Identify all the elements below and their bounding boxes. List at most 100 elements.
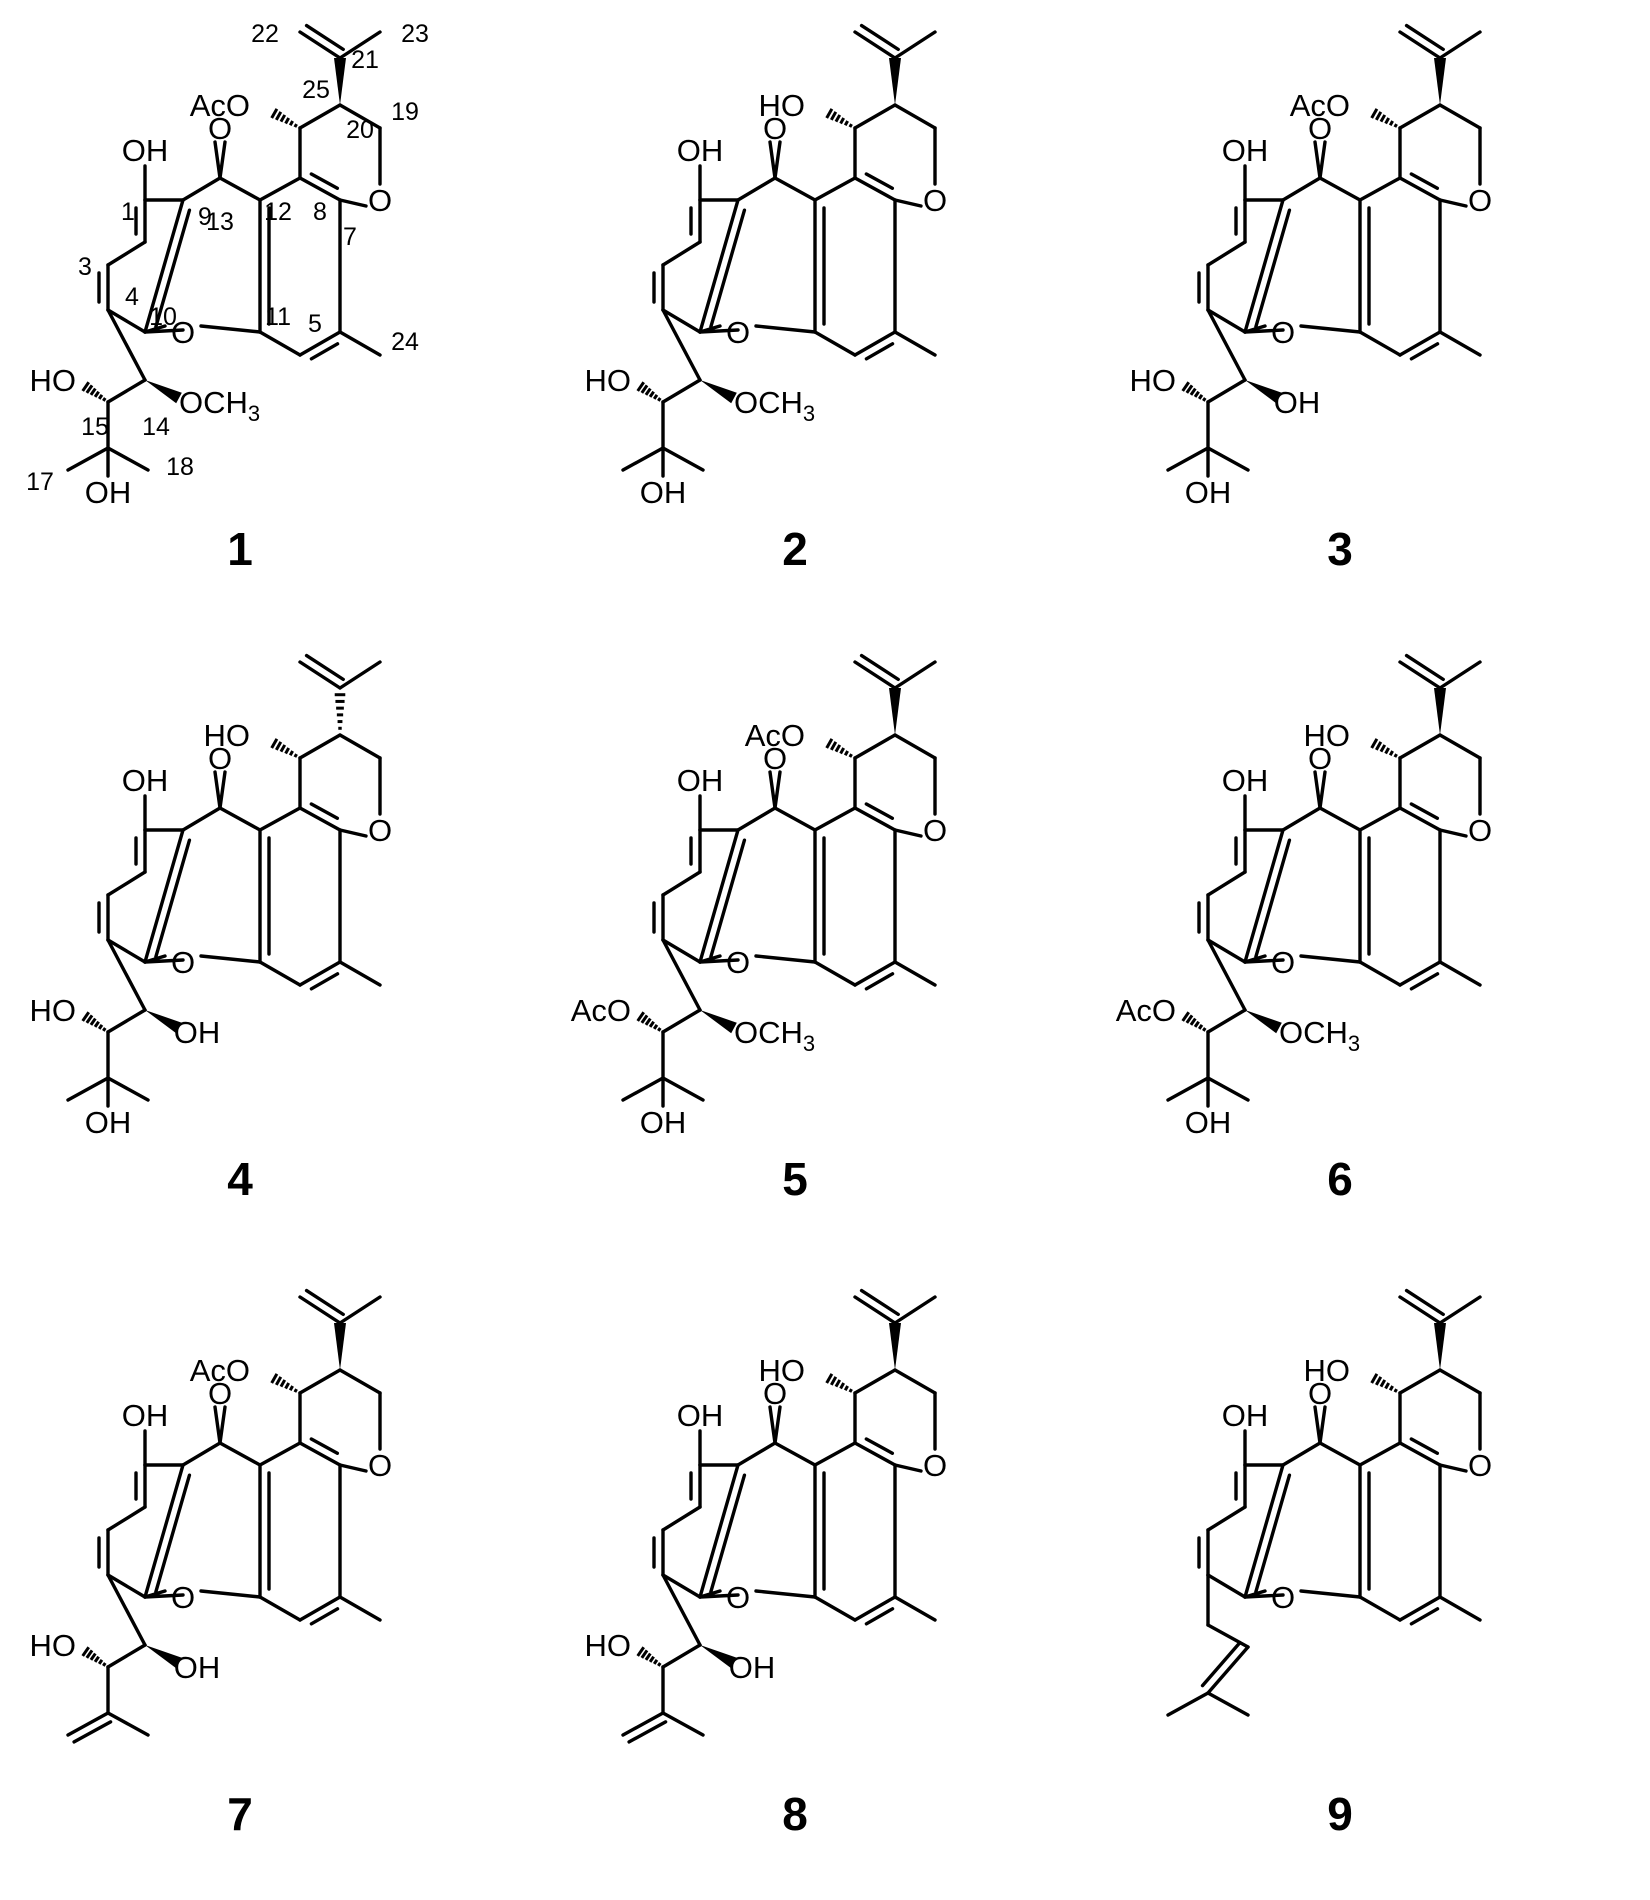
- bond: [1206, 1691, 1250, 1717]
- hash-stroke: [830, 1376, 838, 1386]
- bond: [1398, 176, 1442, 202]
- hash-stroke: [93, 1655, 100, 1663]
- hash-stroke: [1379, 744, 1387, 753]
- bond: [106, 1643, 147, 1669]
- bond: [1358, 960, 1402, 987]
- acetoxy-label: AcO: [745, 718, 805, 753]
- bond: [1438, 1295, 1482, 1325]
- hash-stroke: [830, 111, 838, 121]
- hash-stroke: [843, 750, 849, 756]
- hydroxyl-label: OH: [1274, 385, 1321, 420]
- bond: [1299, 324, 1362, 334]
- bond: [298, 960, 342, 987]
- atom-number: 10: [149, 303, 177, 331]
- bond: [1358, 806, 1402, 832]
- bond: [893, 660, 937, 690]
- hashed-bond: [1181, 381, 1207, 402]
- bond: [218, 176, 262, 202]
- hash-stroke: [1384, 1382, 1390, 1390]
- bond: [66, 1076, 110, 1102]
- bond: [1243, 198, 1285, 334]
- bond: [1243, 324, 1267, 334]
- compound-number: 7: [227, 1788, 253, 1840]
- bond: [661, 870, 702, 897]
- bond: [754, 324, 817, 334]
- hash-stroke: [1370, 738, 1379, 749]
- bond: [199, 954, 262, 964]
- bond: [106, 1711, 150, 1737]
- bond: [1299, 954, 1362, 964]
- bond: [773, 140, 782, 180]
- atom-number: 1: [121, 198, 135, 226]
- bond: [309, 1607, 340, 1626]
- bond: [338, 198, 368, 208]
- bond: [1409, 1607, 1440, 1626]
- hash-stroke: [288, 120, 294, 126]
- bond: [106, 1076, 150, 1102]
- hash-stroke: [657, 1662, 662, 1667]
- ring-oxygen-label: O: [171, 945, 195, 980]
- bond: [106, 446, 150, 472]
- bond: [218, 806, 262, 832]
- hydroxyl-label: HO: [759, 88, 806, 123]
- bond: [709, 1473, 747, 1594]
- bond: [661, 1573, 702, 1599]
- bond: [106, 938, 147, 964]
- bond: [218, 770, 227, 810]
- bond: [298, 176, 342, 202]
- carbonyl-oxygen-label: O: [208, 1376, 232, 1411]
- bond: [773, 176, 817, 202]
- hash-stroke: [848, 123, 853, 128]
- bond: [143, 954, 167, 964]
- hash-stroke: [848, 753, 853, 758]
- hash-stroke: [293, 1388, 298, 1393]
- bond: [1358, 176, 1402, 202]
- hash-stroke: [640, 1014, 649, 1024]
- bond: [298, 733, 342, 760]
- hydroxyl-label: OH: [1222, 763, 1269, 798]
- hash-stroke: [843, 120, 849, 126]
- bond: [258, 960, 302, 987]
- bond: [813, 330, 857, 357]
- bond: [621, 1076, 665, 1102]
- atom-number: 23: [401, 20, 429, 48]
- bond: [1404, 653, 1445, 682]
- ring-oxygen-label: O: [368, 1448, 392, 1483]
- hash-stroke: [640, 384, 649, 394]
- compound-number: 9: [1327, 1788, 1353, 1840]
- hydroxyl-label: HO: [30, 1628, 77, 1663]
- ring-oxygen-label: O: [923, 1448, 947, 1483]
- hydroxyl-label: HO: [204, 718, 251, 753]
- bond: [66, 1711, 110, 1737]
- atom-number: 5: [308, 310, 322, 338]
- hash-stroke: [1388, 120, 1394, 126]
- bond: [813, 176, 857, 202]
- bond: [309, 342, 340, 361]
- atom-number: 22: [251, 20, 279, 48]
- ring-oxygen-label: O: [1271, 315, 1295, 350]
- bond: [1243, 954, 1267, 964]
- bond: [298, 1368, 342, 1395]
- bond: [893, 960, 937, 987]
- bond: [1438, 960, 1482, 987]
- acetoxy-label: AcO: [1290, 88, 1350, 123]
- hydroxyl-label: HO: [585, 1628, 632, 1663]
- hash-stroke: [93, 390, 100, 398]
- bond: [309, 802, 340, 820]
- bond: [1409, 802, 1440, 820]
- hash-stroke: [648, 1655, 655, 1663]
- bond: [218, 1441, 262, 1467]
- bond: [1438, 198, 1468, 208]
- hash-stroke: [97, 1659, 104, 1665]
- atom-number: 3: [78, 253, 92, 281]
- bond: [853, 960, 897, 987]
- hash-stroke: [279, 1379, 287, 1388]
- bond: [66, 446, 110, 472]
- bond: [1398, 330, 1442, 357]
- bond: [1358, 330, 1402, 357]
- bond: [1318, 1405, 1327, 1445]
- bond: [661, 240, 702, 267]
- bond: [304, 23, 345, 52]
- bond: [1438, 1368, 1482, 1395]
